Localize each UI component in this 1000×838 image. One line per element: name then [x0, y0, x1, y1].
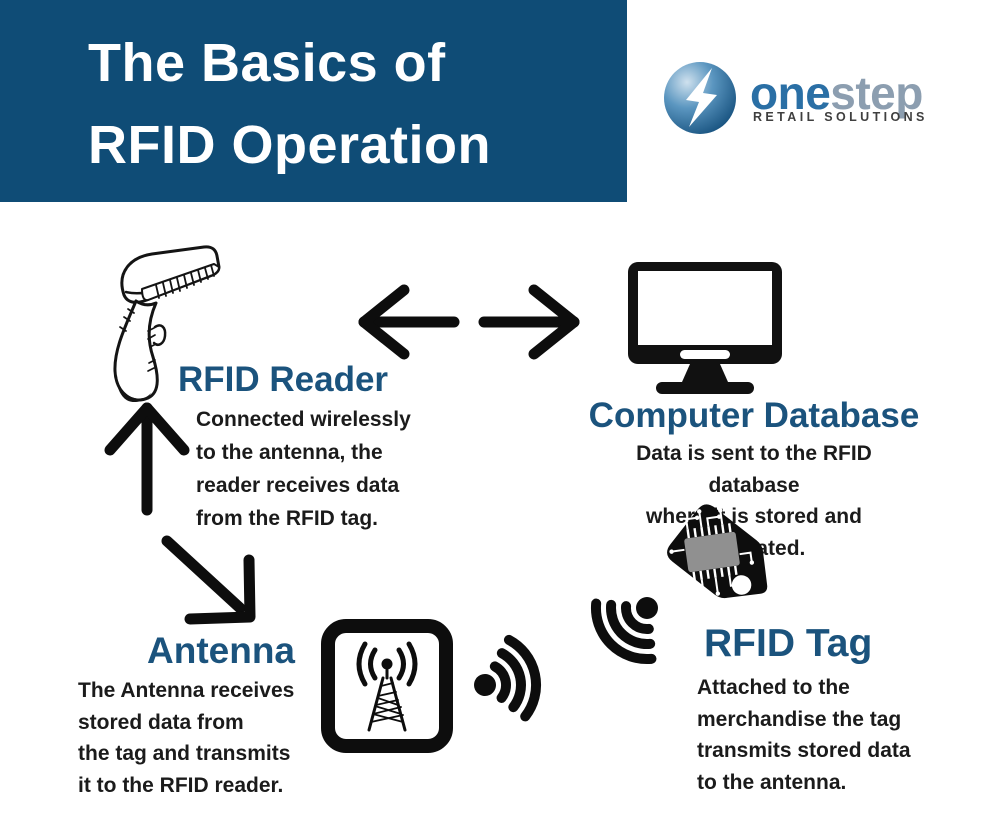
onestep-sphere-logo-icon	[664, 62, 736, 134]
logo-tagline: RETAIL SOLUTIONS	[753, 110, 928, 124]
tag-section-title: RFID Tag	[704, 622, 873, 665]
reader-section-body: Connected wirelessly to the antenna, the…	[196, 408, 411, 530]
arrow-left-icon	[358, 284, 460, 360]
logo-word-step: step	[830, 67, 923, 119]
wifi-signal-down-left-icon	[590, 597, 658, 665]
header-title-block: The Basics of RFID Operation	[0, 0, 627, 202]
arrow-up-icon	[104, 402, 190, 516]
antenna-section-body: The Antenna receives stored data from th…	[78, 679, 295, 797]
reader-section-title: RFID Reader	[178, 360, 389, 399]
logo-wordmark: onestep	[750, 70, 923, 116]
antenna-tower-box-icon	[321, 619, 453, 753]
tag-section-body: Attached to the merchandise the tag tran…	[697, 676, 911, 794]
arrow-right-icon	[478, 284, 580, 360]
rfid-tag-icon	[667, 504, 768, 599]
page-title: The Basics of RFID Operation	[88, 33, 492, 175]
wifi-signal-right-icon	[474, 634, 542, 722]
database-section-title: Computer Database	[588, 396, 920, 435]
antenna-section-title: Antenna	[147, 630, 295, 671]
computer-monitor-icon	[628, 262, 782, 394]
barcode-scanner-sketch-icon	[113, 245, 221, 403]
logo-word-one: one	[750, 67, 831, 119]
arrow-down-right-icon	[161, 535, 256, 625]
